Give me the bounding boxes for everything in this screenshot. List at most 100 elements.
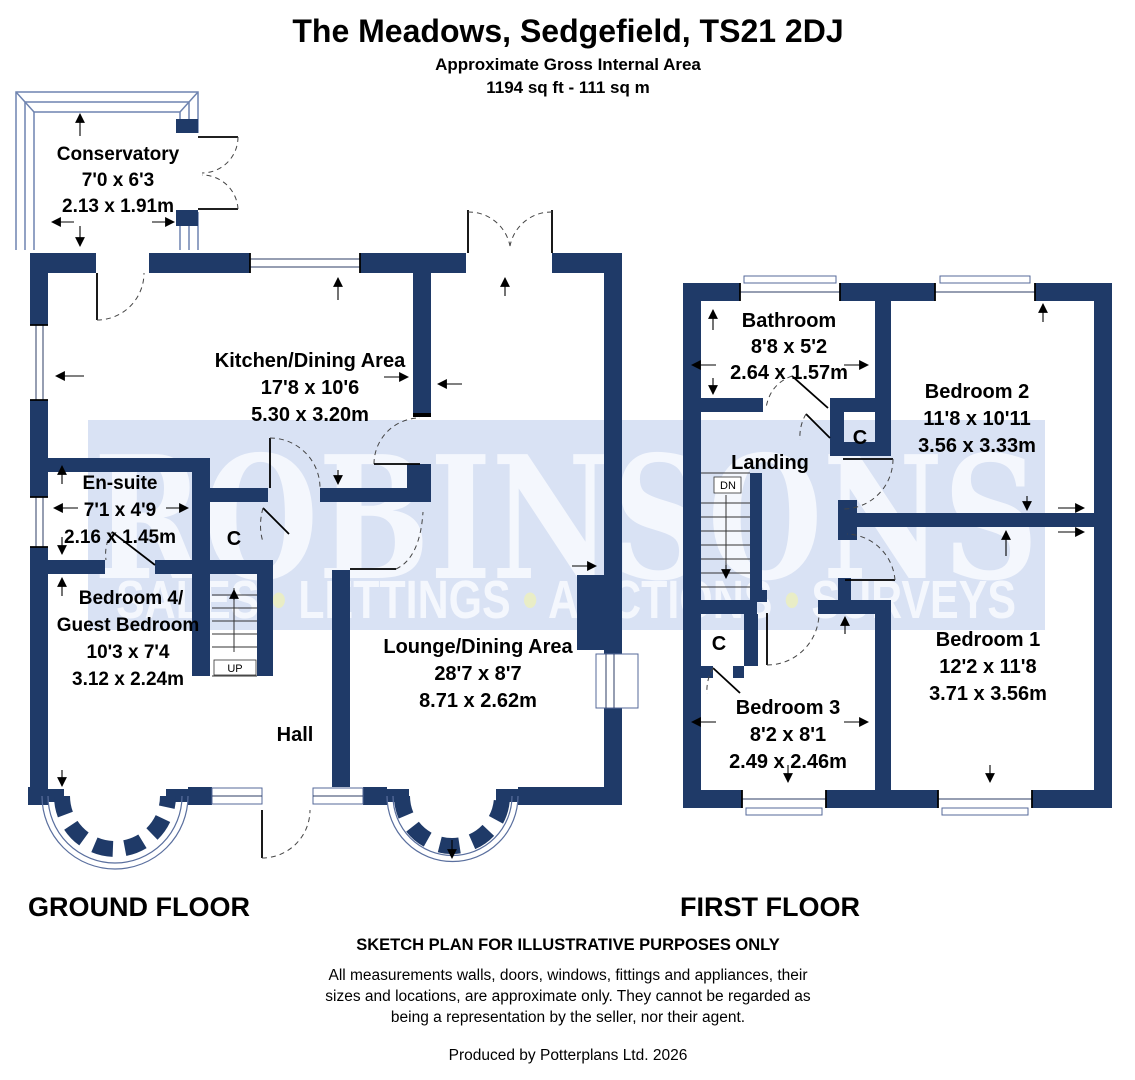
kitchen-french-doors	[467, 210, 553, 253]
disclaimer-line: being a representation by the seller, no…	[391, 1009, 745, 1026]
room-dims-imperial: 28'7 x 8'7	[434, 663, 521, 685]
bedroom1-door	[845, 533, 896, 581]
ground-floor-walls	[28, 253, 622, 805]
cupboard-label-bottom: C	[712, 633, 726, 655]
room-label-bedroom4-line1: Bedroom 4/	[79, 588, 184, 609]
cupboard-door-top	[799, 413, 831, 441]
room-dims-metric: 3.71 x 3.56m	[929, 683, 1047, 705]
ground-floor-labels: Conservatory 7'0 x 6'3 2.13 x 1.91m Kitc…	[57, 144, 574, 746]
room-dims-metric: 3.56 x 3.33m	[918, 435, 1036, 457]
lounge-right-window	[595, 653, 639, 709]
room-dims-metric: 2.16 x 1.45m	[64, 527, 176, 548]
room-label-lounge: Lounge/Dining Area	[383, 636, 573, 658]
chimney-breast	[577, 575, 604, 650]
room-label-conservatory: Conservatory	[57, 144, 180, 165]
ground-floor-plan: UP Conservatory 7'0 x 6'3	[15, 91, 639, 922]
stairs-down-label: DN	[720, 480, 736, 492]
room-label-hall: Hall	[277, 724, 314, 746]
room-dims-imperial: 17'8 x 10'6	[261, 377, 360, 399]
bedroom2-top-window	[934, 275, 1036, 301]
room-label-kitchen: Kitchen/Dining Area	[215, 350, 406, 372]
bathroom-divider-wall	[875, 283, 891, 455]
ground-floor-title: GROUND FLOOR	[28, 892, 250, 922]
room-dims-metric: 2.49 x 2.46m	[729, 751, 847, 773]
ground-floor-windows	[30, 253, 639, 805]
room-dims-metric: 8.71 x 2.62m	[419, 690, 537, 712]
bedroom1-bedroom2-divider	[845, 513, 1094, 527]
room-label-bedroom1: Bedroom 1	[936, 629, 1040, 651]
first-floor-title: FIRST FLOOR	[680, 892, 860, 922]
bedroom3-door	[766, 612, 820, 666]
front-door	[261, 809, 311, 859]
lounge-door	[350, 511, 424, 570]
room-dims-imperial: 8'2 x 8'1	[750, 724, 826, 746]
producer-credit: Produced by Potterplans Ltd. 2026	[449, 1047, 688, 1064]
bathroom-top-window	[739, 275, 841, 301]
room-dims-imperial: 10'3 x 7'4	[87, 642, 170, 663]
conservatory-glass-walls	[15, 91, 199, 250]
hall-lounge-divider	[332, 570, 350, 787]
disclaimer-line: All measurements walls, doors, windows, …	[328, 967, 807, 984]
ensuite-left-window	[30, 496, 48, 548]
stairs-up-label: UP	[227, 663, 242, 675]
tagline-bullet-icon: •	[271, 570, 286, 630]
bay-window-left	[41, 795, 189, 870]
hall-top-wall	[192, 488, 268, 502]
room-dims-imperial: 12'2 x 11'8	[939, 656, 1036, 678]
first-floor-walls	[683, 283, 1112, 808]
room-dims-metric: 5.30 x 3.20m	[251, 404, 369, 426]
first-floor-doors	[706, 375, 896, 695]
bathroom-bottom-wall	[701, 398, 763, 412]
room-dims-metric: 2.13 x 1.91m	[62, 196, 174, 217]
room-label-bedroom2: Bedroom 2	[925, 381, 1029, 403]
tagline-word: LETTINGS	[298, 570, 510, 630]
cupboard-label-top: C	[853, 427, 867, 449]
bedroom3-bedroom1-divider	[875, 600, 891, 790]
footer: SKETCH PLAN FOR ILLUSTRATIVE PURPOSES ON…	[325, 936, 811, 1064]
ensuite-door	[105, 531, 156, 566]
page-title: The Meadows, Sedgefield, TS21 2DJ	[292, 13, 843, 49]
cupboard-label: C	[227, 528, 241, 550]
ensuite-top-wall	[48, 458, 192, 472]
landing-bedroom3-divider	[683, 600, 757, 614]
kitchen-divider-wall	[413, 273, 431, 413]
tagline-word: SALES	[116, 570, 259, 630]
header: The Meadows, Sedgefield, TS21 2DJ Approx…	[292, 13, 843, 97]
cupboard-door-bottom	[706, 667, 741, 695]
kitchen-hall-door	[269, 437, 321, 489]
tagline-bullet-icon: •	[523, 570, 538, 630]
room-dims-imperial: 11'8 x 10'11	[923, 408, 1030, 430]
room-dims-metric: 2.64 x 1.57m	[730, 362, 848, 384]
bedroom1-bottom-window	[937, 790, 1033, 816]
kitchen-left-window	[30, 324, 48, 401]
room-label-bedroom4-line2: Guest Bedroom	[57, 615, 200, 636]
first-floor-labels: Bathroom 8'8 x 5'2 2.64 x 1.57m Bedroom …	[712, 310, 1047, 773]
room-label-ensuite: En-suite	[83, 473, 158, 494]
page-subtitle: Approximate Gross Internal Area	[435, 55, 701, 74]
sketch-disclaimer-title: SKETCH PLAN FOR ILLUSTRATIVE PURPOSES ON…	[356, 936, 780, 954]
room-dims-imperial: 7'0 x 6'3	[82, 170, 154, 191]
porch-sidelight-window	[211, 787, 263, 805]
kitchen-top-window	[249, 253, 361, 273]
stairs-up: UP	[212, 588, 257, 677]
first-floor-windows	[739, 275, 1036, 816]
room-dims-metric: 3.12 x 2.24m	[72, 669, 184, 690]
ground-floor-dimension-arrows	[51, 113, 597, 859]
ground-floor-doors	[96, 210, 553, 859]
room-label-landing: Landing	[731, 452, 809, 474]
room-label-bedroom3: Bedroom 3	[736, 697, 840, 719]
first-floor-plan: DN Bathroom 8'8 x 5'2 2.64 x 1.57m Bedro…	[680, 275, 1112, 922]
first-floor-dimension-arrows	[691, 303, 1085, 783]
room-dims-imperial: 8'8 x 5'2	[751, 336, 827, 358]
stairs-down: DN	[701, 472, 750, 588]
porch-sidelight-window	[312, 787, 364, 805]
tagline-bullet-icon: •	[784, 570, 799, 630]
room-label-bathroom: Bathroom	[742, 310, 836, 332]
conservatory-kitchen-door	[96, 272, 145, 321]
room-dims-imperial: 7'1 x 4'9	[84, 500, 156, 521]
gross-area-text: 1194 sq ft - 111 sq m	[486, 78, 649, 97]
bathroom-door	[765, 375, 829, 409]
kitchen-divider-door	[373, 417, 421, 465]
